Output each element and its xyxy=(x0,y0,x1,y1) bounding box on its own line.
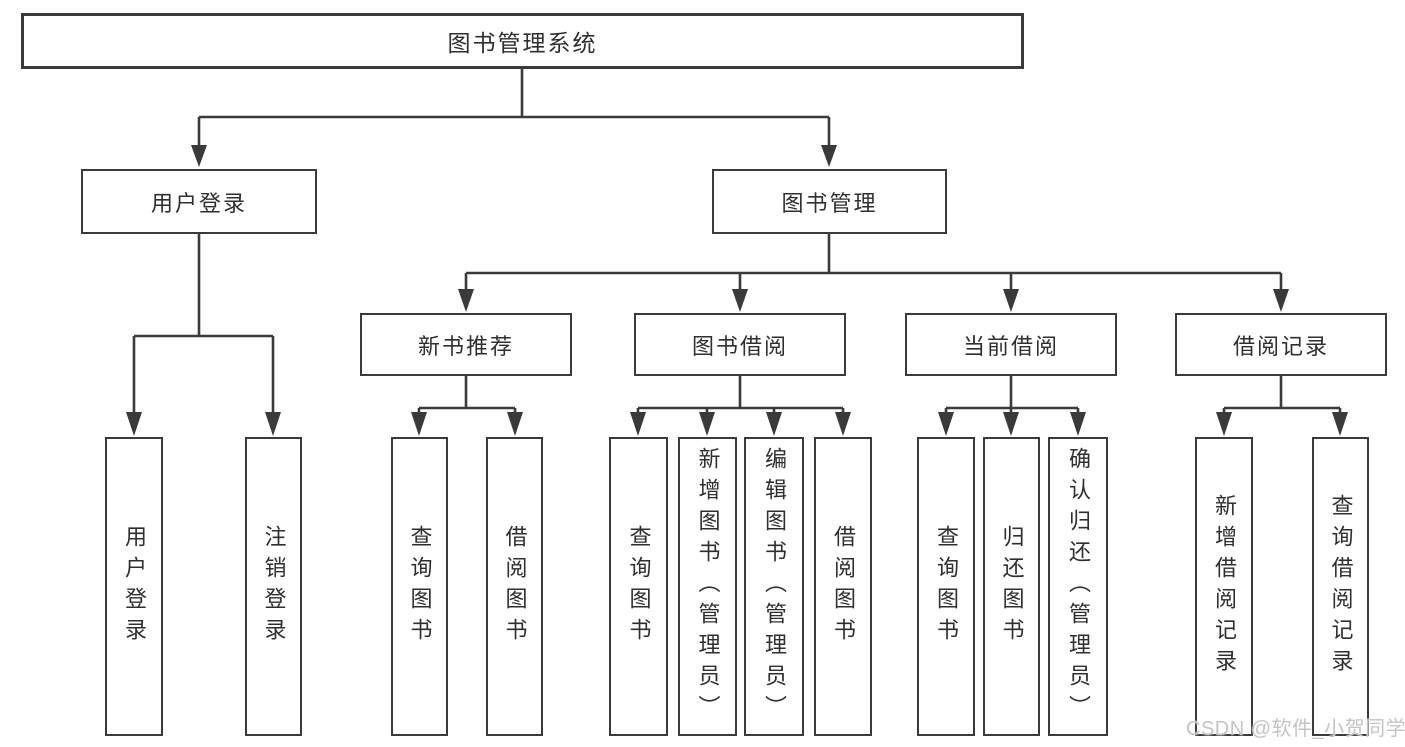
node-label: 查询图书 xyxy=(626,524,652,649)
node-label: 图书管理 xyxy=(781,190,878,216)
connector-root-to-level2 xyxy=(191,69,837,167)
node-return-books: 归还图书 xyxy=(983,437,1040,736)
connector-borrowing-records-children xyxy=(1216,376,1348,436)
node-query-books-recommend: 查询图书 xyxy=(391,437,448,736)
node-user-login-leaf: 用户登录 xyxy=(105,437,163,736)
node-label: 查询借阅记录 xyxy=(1328,493,1354,680)
node-label: 用户登录 xyxy=(122,524,147,649)
connector-book-management-children xyxy=(458,234,1289,312)
node-add-borrow-record: 新增借阅记录 xyxy=(1195,437,1253,736)
node-label: 确认归还（管理员） xyxy=(1066,447,1091,726)
node-library-management-system: 图书管理系统 xyxy=(21,13,1024,69)
node-label: 新增借阅记录 xyxy=(1212,493,1237,680)
node-borrow-books-recommend: 借阅图书 xyxy=(486,437,543,736)
node-current-borrowing: 当前借阅 xyxy=(905,313,1117,376)
node-edit-books-admin: 编辑图书（管理员） xyxy=(744,437,804,736)
node-new-book-recommend: 新书推荐 xyxy=(360,313,572,376)
node-label: 当前借阅 xyxy=(962,333,1059,359)
node-label: 注销登录 xyxy=(261,524,287,649)
node-query-books-borrowing: 查询图书 xyxy=(609,437,668,736)
node-book-borrowing: 图书借阅 xyxy=(634,313,846,376)
node-label: 图书管理系统 xyxy=(447,30,598,56)
node-label: 用户登录 xyxy=(150,190,247,216)
node-label: 新增图书（管理员） xyxy=(695,447,721,726)
connector-user-login-children xyxy=(126,234,281,436)
node-label: 编辑图书（管理员） xyxy=(762,447,787,726)
node-query-books-current: 查询图书 xyxy=(917,437,975,736)
node-borrowing-records: 借阅记录 xyxy=(1175,313,1387,376)
node-logout-leaf: 注销登录 xyxy=(245,437,302,736)
node-label: 借阅记录 xyxy=(1232,333,1329,359)
node-label: 新书推荐 xyxy=(417,333,514,359)
node-label: 借阅图书 xyxy=(831,524,856,649)
node-query-borrow-record: 查询借阅记录 xyxy=(1312,437,1369,736)
node-label: 查询图书 xyxy=(934,524,959,649)
node-label: 图书借阅 xyxy=(691,333,788,359)
connector-current-borrowing-children xyxy=(938,376,1086,436)
node-book-management: 图书管理 xyxy=(712,169,947,234)
node-label: 归还图书 xyxy=(999,524,1025,649)
node-confirm-return-admin: 确认归还（管理员） xyxy=(1048,437,1108,736)
connector-new-book-recommend-children xyxy=(411,376,523,436)
node-user-login: 用户登录 xyxy=(81,169,317,234)
node-label: 查询图书 xyxy=(407,524,433,649)
node-borrow-books-leaf: 借阅图书 xyxy=(814,437,872,736)
node-label: 借阅图书 xyxy=(502,524,528,649)
connector-book-borrowing-children xyxy=(630,376,851,436)
node-add-books-admin: 新增图书（管理员） xyxy=(678,437,737,736)
